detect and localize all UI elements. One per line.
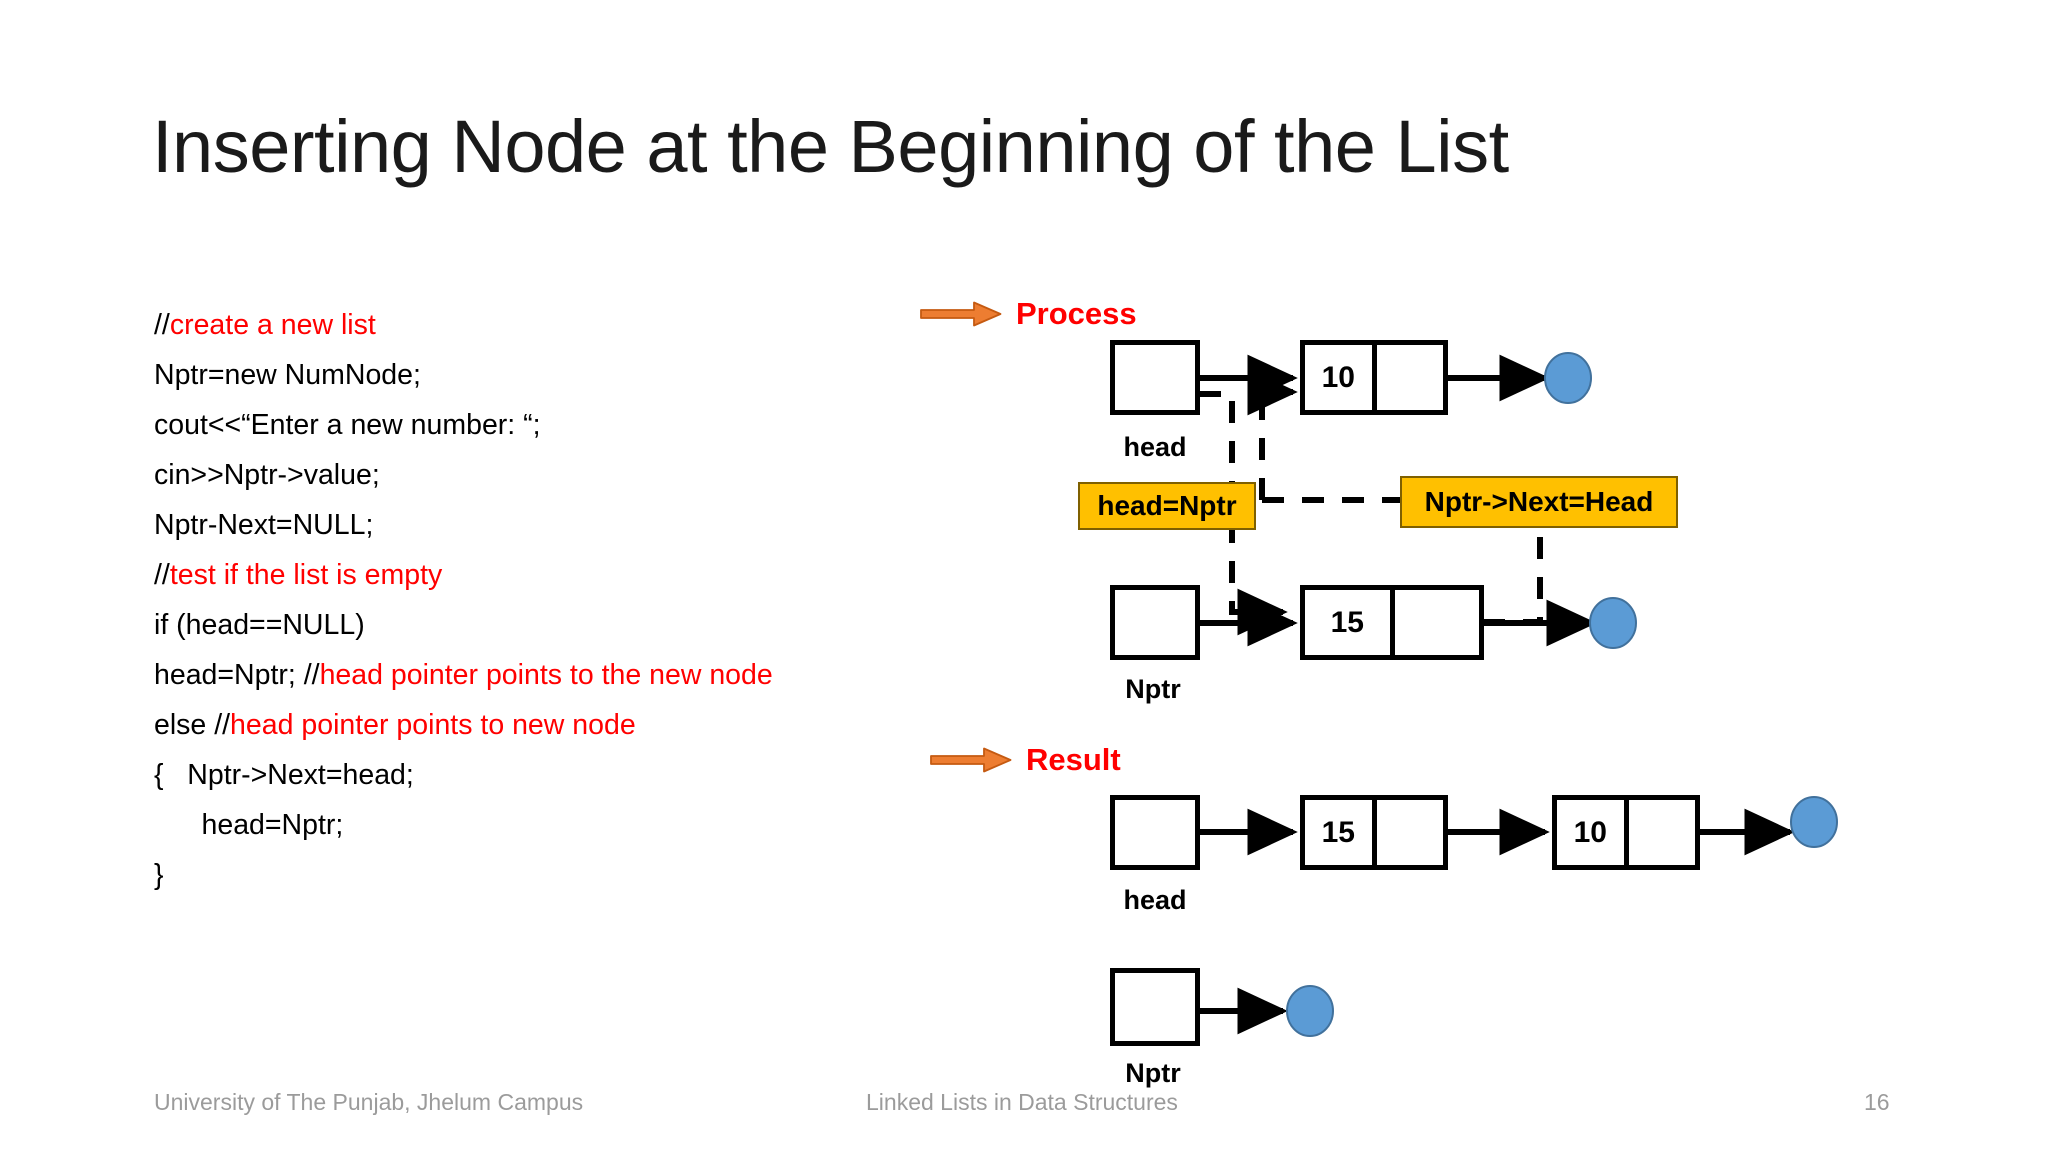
code-comment: head pointer points to new node (230, 709, 636, 741)
code-line: else //head pointer points to new node (154, 700, 894, 750)
head-pointer-label-process: head (1123, 432, 1187, 462)
code-line: if (head==NULL) (154, 600, 894, 650)
nptr-pointer-box-result (1110, 968, 1200, 1046)
node-result-0-next-field (1377, 800, 1444, 865)
result-label: Result (1026, 742, 1121, 777)
code-comment: head pointer points to the new node (319, 659, 773, 691)
dashed-next-assign-to-node10 (1247, 368, 1298, 500)
null-terminator-result (1790, 796, 1838, 848)
process-section-header: Process (920, 296, 1137, 332)
code-line: Nptr-Next=NULL; (154, 500, 894, 550)
code-line: //test if the list is empty (154, 550, 894, 600)
node-result-0: 15 (1300, 795, 1448, 870)
nptr-pointer-label-process: Nptr (1125, 674, 1181, 704)
code-line: cin>>Nptr->value; (154, 450, 894, 500)
process-label: Process (1016, 296, 1137, 331)
node-10-next-field (1377, 345, 1444, 410)
code-comment: create a new list (169, 309, 376, 341)
node-result-1-next-field (1629, 800, 1696, 865)
node-10-process: 10 (1300, 340, 1448, 415)
code-line: } (154, 850, 894, 900)
code-line: head=Nptr; //head pointer points to the … (154, 650, 894, 700)
null-terminator-result-nptr (1286, 985, 1334, 1037)
code-text: { Nptr->Next=head; (154, 759, 414, 791)
code-line: cout<<“Enter a new number: “; (154, 400, 894, 450)
head-pointer-box-process (1110, 340, 1200, 415)
node-result-1-value: 10 (1557, 800, 1629, 865)
page-title: Inserting Node at the Beginning of the L… (152, 105, 1509, 188)
node-10-value: 10 (1305, 345, 1377, 410)
code-text: cout<<“Enter a new number: “; (154, 409, 541, 441)
code-text: Nptr-Next=NULL; (154, 509, 374, 541)
node-15-value: 15 (1305, 590, 1395, 655)
callout-next-assign: Nptr->Next=Head (1400, 476, 1678, 528)
code-text: cin>>Nptr->value; (154, 459, 380, 491)
node-15-process: 15 (1300, 585, 1484, 660)
null-terminator-nptr (1589, 597, 1637, 649)
node-15-next-field (1395, 590, 1480, 655)
nptr-pointer-box-process (1110, 585, 1200, 660)
code-text: // (154, 309, 170, 341)
footer-topic: Linked Lists in Data Structures (866, 1089, 1178, 1115)
code-comment: test if the list is empty (169, 559, 443, 591)
callout-head-assign: head=Nptr (1078, 482, 1256, 530)
node-result-1: 10 (1552, 795, 1700, 870)
code-text: // (154, 559, 170, 591)
code-line: //create a new list (154, 300, 894, 350)
orange-arrow-icon (930, 747, 1012, 773)
result-section-header: Result (930, 742, 1121, 778)
code-text: head=Nptr; (154, 809, 344, 841)
code-line: head=Nptr; (154, 800, 894, 850)
orange-arrow-icon (920, 301, 1002, 327)
code-text: Nptr=new NumNode; (154, 359, 421, 391)
nptr-pointer-label-result: Nptr (1125, 1058, 1181, 1088)
node-result-0-value: 15 (1305, 800, 1377, 865)
head-pointer-box-result (1110, 795, 1200, 870)
head-pointer-label-result: head (1123, 885, 1187, 915)
code-text: } (154, 859, 164, 891)
code-text: if (head==NULL) (154, 609, 365, 641)
code-text: head=Nptr; // (154, 659, 320, 691)
code-text: else // (154, 709, 231, 741)
footer-institution: University of The Punjab, Jhelum Campus (154, 1089, 584, 1115)
null-terminator-top (1544, 352, 1592, 404)
footer-page-number: 16 (1864, 1089, 1890, 1115)
code-line: Nptr=new NumNode; (154, 350, 894, 400)
code-line: { Nptr->Next=head; (154, 750, 894, 800)
